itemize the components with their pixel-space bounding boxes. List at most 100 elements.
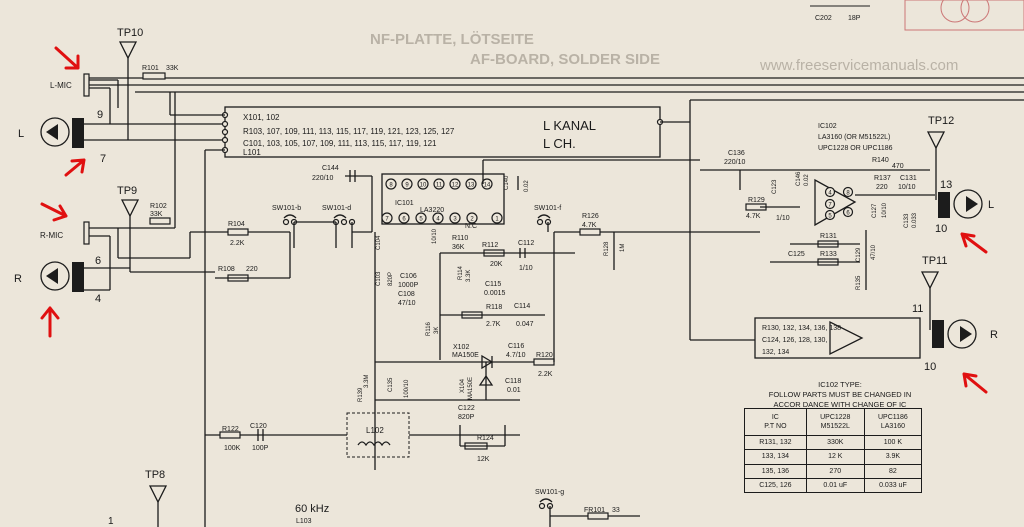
r126-label: R126	[582, 213, 599, 220]
ic102-pin	[824, 209, 836, 221]
ic101-type: LA3220	[420, 207, 444, 214]
ic101-pin-number: 10	[420, 183, 427, 189]
l-channel-block: X101, 102 R103, 107, 109, 111, 113, 115,…	[169, 92, 691, 527]
annotation-arrows	[40, 46, 988, 394]
arrow-r-out	[962, 372, 988, 394]
table-cell: R131, 132	[744, 435, 807, 451]
tp8-label: TP8	[145, 469, 165, 481]
r101-resistor	[142, 72, 166, 80]
ic101-pin	[481, 178, 493, 190]
c116-value: 4.7/10	[506, 352, 526, 359]
tp9-label: TP9	[117, 185, 137, 197]
table-cell: 0.01 uF	[805, 477, 865, 494]
r118-value: 2.7K	[486, 321, 501, 328]
c120-value: 100P	[252, 445, 269, 452]
c127-label: C127	[872, 203, 878, 218]
stamp-circle-right	[960, 0, 990, 23]
c118-label: C118	[505, 378, 521, 385]
l-ch-list4: L101	[243, 148, 261, 157]
r-channel-amp	[829, 320, 864, 356]
ic101-pin	[432, 212, 444, 224]
ic101-pin-number: 9	[405, 183, 409, 189]
pin13-label: 13	[940, 179, 952, 191]
top-bus	[85, 77, 1024, 101]
r104-r108: R104 2.2K R108 220	[189, 221, 291, 282]
c122-label: C122	[458, 405, 475, 412]
fr101-resistor	[587, 512, 609, 520]
table-cell: C125, 126	[744, 477, 807, 494]
c112-value: 1/10	[519, 265, 533, 272]
r124-label: R124	[477, 435, 494, 442]
c144-value: 220/10	[312, 175, 334, 182]
tp11-label: TP11	[922, 255, 947, 267]
c112-label: C112	[518, 240, 534, 247]
x104-value: MA150E	[468, 377, 474, 400]
ic102-note-line1: IC102 TYPE:	[818, 380, 862, 389]
ic101-pin-number: 8	[389, 183, 393, 189]
sw101b-label: SW101-b	[272, 205, 301, 212]
ic101-pin	[417, 178, 429, 190]
ic102-note-line3: ACCOR DANCE WITH CHANGE OF IC	[773, 400, 907, 409]
l-mic-jack	[83, 73, 90, 97]
l103-label: L103	[296, 518, 312, 525]
table-row: 133, 134 12 K 3.9K	[744, 449, 923, 465]
r122-label: R122	[222, 426, 239, 433]
ic102-line2: UPC1228 OR UPC1186	[818, 145, 893, 152]
ic102-amp	[814, 178, 857, 227]
ic102-pin-number: 8	[846, 191, 850, 197]
switches-bd: SW101-b SW101-d	[272, 205, 356, 248]
table-cell: 270	[805, 463, 865, 479]
r104-value: 2.2K	[230, 240, 245, 247]
c103-value: 820P	[388, 272, 394, 286]
ic101-pin-number: 2	[470, 217, 474, 223]
arrow-l-mic	[54, 46, 80, 70]
r112-label: R112	[482, 242, 498, 249]
r122-resistor	[219, 431, 241, 439]
table-cell: 12 K	[805, 449, 865, 465]
table-cell: 135, 136	[744, 463, 807, 479]
c131-value: 10/10	[898, 184, 916, 191]
ic102-line1: LA3160 (OR M51522L)	[818, 134, 890, 141]
c118-value: 0.01	[507, 387, 521, 394]
r139-value: 3.3M	[364, 375, 370, 388]
r108-value: 220	[246, 266, 258, 273]
l-ch-label: L CH.	[543, 136, 576, 151]
r128-value: 1M	[620, 244, 626, 252]
r-jack: R 6 4	[14, 255, 215, 305]
r-output: TP11 11 R 10	[912, 255, 998, 373]
c146-label: C146	[796, 171, 802, 186]
nc-label: N.C	[465, 223, 477, 230]
r-ch-list2: C124, 126, 128, 130,	[762, 337, 827, 344]
tp10-label: TP10	[117, 27, 143, 39]
ic101-pin-number: 3	[453, 217, 457, 223]
c146-value: 0.02	[804, 174, 810, 186]
r-channel-block: R130, 132, 134, 136, 138 C124, 126, 128,…	[690, 317, 921, 359]
c104-value: 10/10	[432, 228, 438, 244]
c129-label: C129	[856, 247, 862, 262]
ic101-box	[381, 173, 505, 225]
pin1-label: 1	[108, 516, 114, 527]
arrow-l-jack	[64, 158, 86, 177]
r104-resistor	[227, 228, 249, 236]
c115-label: C115	[485, 281, 501, 288]
watermark-board-de: NF-PLATTE, LÖTSEITE	[370, 31, 534, 48]
ic101-pin-number: 14	[484, 183, 491, 189]
ic102-section: IC102 LA3160 (OR M51522L) UPC1228 OR UPC…	[700, 123, 935, 290]
arrow-r-jack	[40, 306, 60, 338]
r-out-label: R	[990, 329, 998, 341]
ic101-pin	[465, 178, 477, 190]
c131-label: C131	[900, 175, 917, 182]
ic101-lower-components: C104 10/10 N.C R110 36K R112 20K C112 1/…	[358, 223, 575, 470]
r108-label: R108	[218, 266, 235, 273]
l-jack-label: L	[18, 128, 24, 140]
r112-value: 20K	[490, 261, 503, 268]
ic101-pin-number: 12	[452, 183, 459, 189]
c125-label: C125	[788, 251, 805, 258]
pin7-label: 7	[100, 153, 106, 165]
ic101-pin	[415, 212, 427, 224]
r131-label: R131	[820, 233, 837, 240]
r102-resistor	[149, 217, 171, 225]
table-row: C125, 126 0.01 uF 0.033 uF	[744, 477, 923, 494]
c140-value: 0.02	[524, 180, 530, 192]
